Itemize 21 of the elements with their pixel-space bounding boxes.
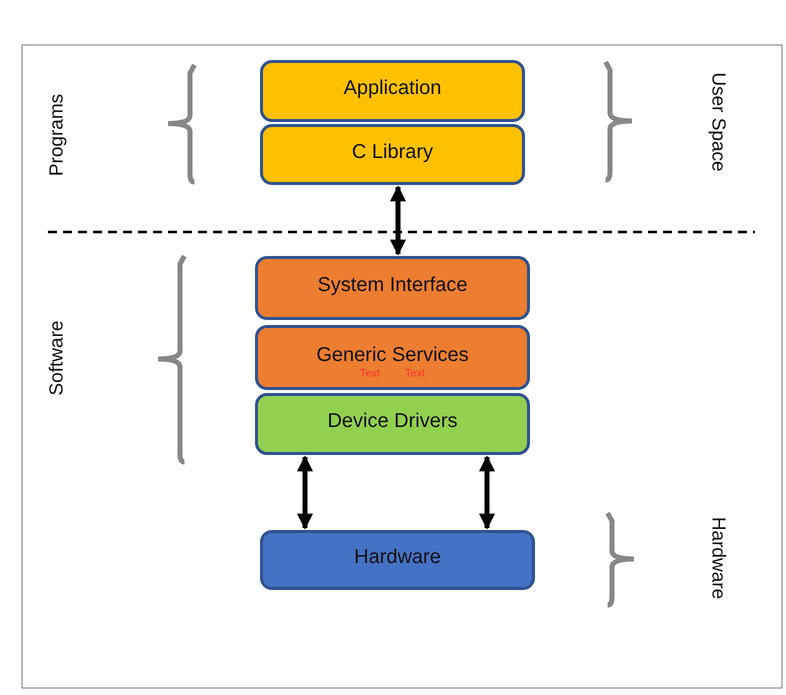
layer-label: C Library — [352, 142, 434, 162]
double-arrow — [390, 185, 406, 256]
double-arrow — [479, 455, 495, 530]
layer-label: Hardware — [354, 547, 441, 567]
side-label: User Space — [708, 72, 728, 172]
placeholder-text: Text — [404, 368, 426, 380]
layer-box — [260, 530, 535, 590]
layer-box — [255, 256, 530, 320]
placeholder-text: Text — [360, 368, 380, 380]
layer-label: Generic Services — [316, 344, 469, 364]
layer-box — [260, 60, 525, 122]
layer-label: Device Drivers — [327, 411, 458, 431]
layer-box — [255, 393, 530, 455]
layer-label: Application — [344, 78, 442, 98]
layer-box — [260, 124, 525, 185]
side-label: Programs — [48, 94, 66, 176]
side-label: Software — [48, 320, 66, 396]
double-arrow — [297, 455, 313, 530]
side-label: Hardware — [708, 516, 728, 600]
layer-label: System Interface — [317, 275, 468, 295]
layer-box — [255, 325, 530, 390]
